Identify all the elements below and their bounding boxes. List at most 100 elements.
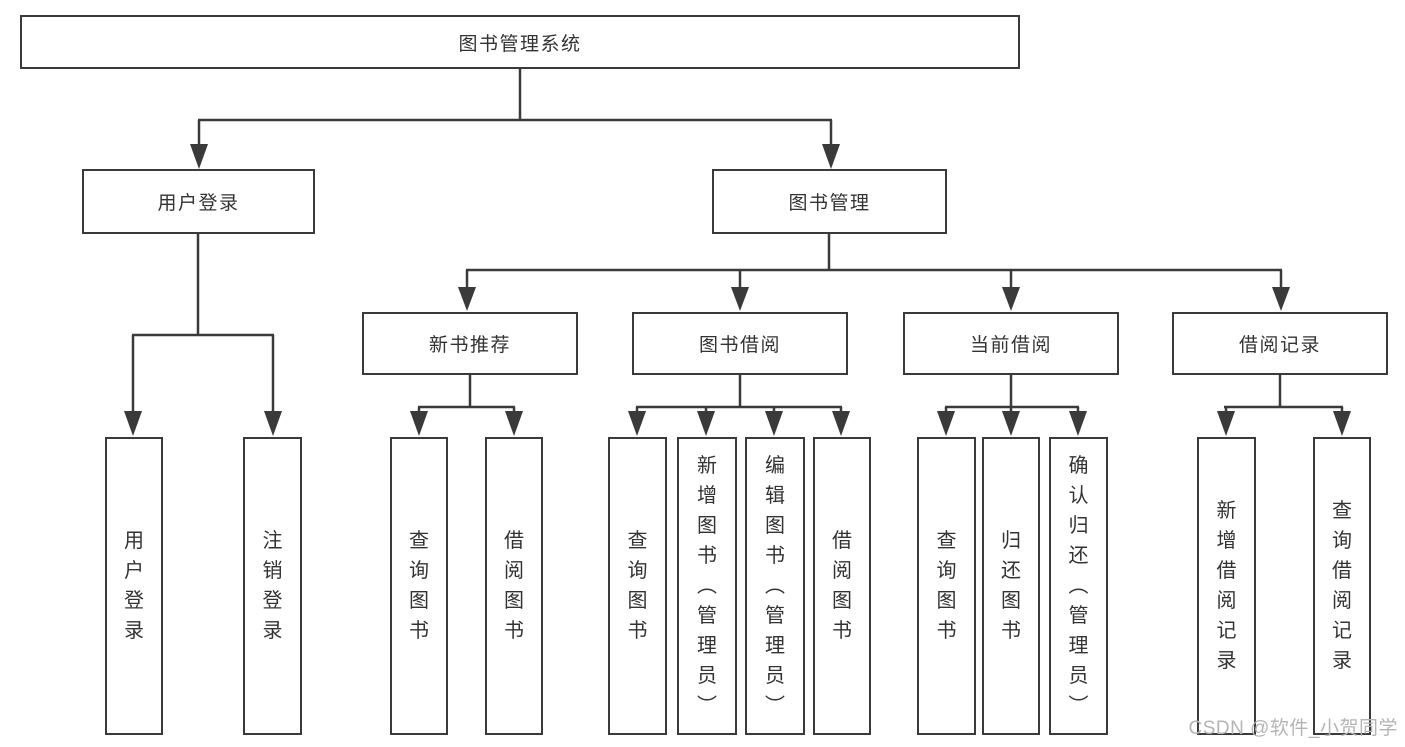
node-borrow-records: 借阅记录 <box>1172 312 1388 375</box>
vtext-char: 用 <box>124 530 144 552</box>
arrowhead <box>1069 411 1087 436</box>
vtext-char: 查 <box>409 530 429 552</box>
node-root-label: 图书管理系统 <box>458 33 582 55</box>
vtext-char: ︶ <box>1068 695 1089 717</box>
vtext-char: ︵ <box>1068 575 1089 597</box>
vtext-char: 图 <box>1001 590 1021 612</box>
leaf-records-add-label: 新增借阅记录 <box>1199 439 1254 733</box>
leaf-current-return: 归还图书 <box>982 437 1040 735</box>
arrowhead <box>458 287 476 311</box>
vtext-char: 询 <box>409 560 429 582</box>
vtext-char: 查 <box>936 530 957 552</box>
leaf-current-return-label: 归还图书 <box>984 439 1038 733</box>
vtext-char: 编 <box>765 455 785 477</box>
vtext-char: 员 <box>697 665 717 687</box>
arrowhead <box>410 411 428 436</box>
vtext-char: 书 <box>409 620 429 642</box>
vtext-char: 理 <box>765 635 785 657</box>
leaf-records-query-label: 查询借阅记录 <box>1315 439 1369 733</box>
leaf-user-login-label: 用户登录 <box>107 439 161 733</box>
leaf-records-add: 新增借阅记录 <box>1197 437 1256 735</box>
watermark: CSDN @软件_小贺同学 <box>1188 718 1398 739</box>
vtext-char: 书 <box>627 620 648 642</box>
arrowheads <box>124 144 1351 436</box>
vtext-char: 辑 <box>765 485 785 507</box>
vtext-char: 还 <box>1068 545 1089 567</box>
vtext-char: ︶ <box>697 695 717 717</box>
leaf-current-query: 查询图书 <box>917 437 976 735</box>
arrowhead <box>1217 411 1235 436</box>
leaf-borrow-query: 查询图书 <box>608 437 667 735</box>
arrowhead <box>264 411 282 436</box>
node-borrow-records-label: 借阅记录 <box>1238 335 1321 356</box>
vtext-char: 增 <box>697 485 717 507</box>
leaf-user-login: 用户登录 <box>105 437 163 735</box>
node-book-management-label: 图书管理 <box>788 193 871 214</box>
vtext-char: 新 <box>697 455 717 477</box>
vtext-char: 录 <box>124 620 144 642</box>
vtext-char: 新 <box>1216 500 1237 522</box>
arrowhead <box>190 144 208 169</box>
vtext-char: 增 <box>1216 530 1237 552</box>
arrowhead <box>822 144 840 169</box>
vtext-char: 记 <box>1216 620 1237 642</box>
arrowhead <box>765 411 783 436</box>
node-new-book-recommend: 新书推荐 <box>362 312 578 375</box>
vtext-char: 书 <box>936 620 957 642</box>
vtext-char: 管 <box>697 605 717 627</box>
vtext-char: 图 <box>409 590 429 612</box>
leaf-logout-label: 注销登录 <box>245 439 300 733</box>
vtext-char: 录 <box>262 620 283 642</box>
vtext-char: ︵ <box>697 575 717 597</box>
vtext-char: ︶ <box>765 695 785 717</box>
leaf-current-confirm-admin: 确认归还︵管理员︶ <box>1049 437 1108 735</box>
vtext-char: 阅 <box>1332 590 1352 612</box>
leaf-borrow-add-admin-label: 新增图书 ︵ 管理员 ︶ <box>679 439 735 733</box>
vtext-char: 询 <box>627 560 648 582</box>
vtext-char: 书 <box>697 545 717 567</box>
arrowhead <box>124 411 142 436</box>
vtext-char: 归 <box>1001 530 1021 552</box>
leaf-current-confirm-admin-label: 确认归还︵管理员︶ <box>1051 439 1106 733</box>
vtext-char: 管 <box>765 605 785 627</box>
vtext-char: 户 <box>124 560 144 582</box>
vtext-char: 图 <box>936 590 957 612</box>
arrowhead <box>937 411 955 436</box>
vtext-char: 理 <box>697 635 717 657</box>
vtext-char: 查 <box>627 530 648 552</box>
leaf-borrow-borrow: 借阅图书 <box>813 437 871 735</box>
vtext-char: 注 <box>262 530 283 552</box>
vtext-char: 询 <box>1332 530 1352 552</box>
leaf-newbook-query-label: 查询图书 <box>392 439 446 733</box>
node-user-login: 用户登录 <box>82 169 315 234</box>
vtext-char: 管 <box>1068 605 1089 627</box>
leaf-borrow-edit-admin-label: 编辑图书︵管理员︶ <box>747 439 803 733</box>
vtext-char: 图 <box>697 515 717 537</box>
vtext-char: 阅 <box>832 560 852 582</box>
node-book-management: 图书管理 <box>712 169 947 234</box>
arrowhead <box>1333 411 1351 436</box>
vtext-char: 还 <box>1001 560 1021 582</box>
node-current-borrow-label: 当前借阅 <box>969 335 1052 356</box>
vtext-char: 确 <box>1068 455 1089 477</box>
vtext-char: 借 <box>1216 560 1237 582</box>
vtext-char: 书 <box>504 620 524 642</box>
leaf-current-query-label: 查询图书 <box>919 439 974 733</box>
node-root: 图书管理系统 <box>20 15 1020 69</box>
vtext-char: 录 <box>1332 650 1352 672</box>
arrowhead <box>832 411 850 436</box>
vtext-char: 借 <box>504 530 524 552</box>
vtext-char: 书 <box>1001 620 1021 642</box>
vtext-char: 认 <box>1068 485 1089 507</box>
vtext-char: ︵ <box>765 575 785 597</box>
vtext-char: 书 <box>832 620 852 642</box>
leaf-borrow-query-label: 查询图书 <box>610 439 665 733</box>
arrowhead <box>697 411 715 436</box>
leaf-borrow-borrow-label: 借阅图书 <box>815 439 869 733</box>
arrowhead <box>731 287 749 311</box>
vtext-char: 图 <box>832 590 852 612</box>
vtext-char: 图 <box>765 515 785 537</box>
vtext-char: 查 <box>1332 500 1352 522</box>
